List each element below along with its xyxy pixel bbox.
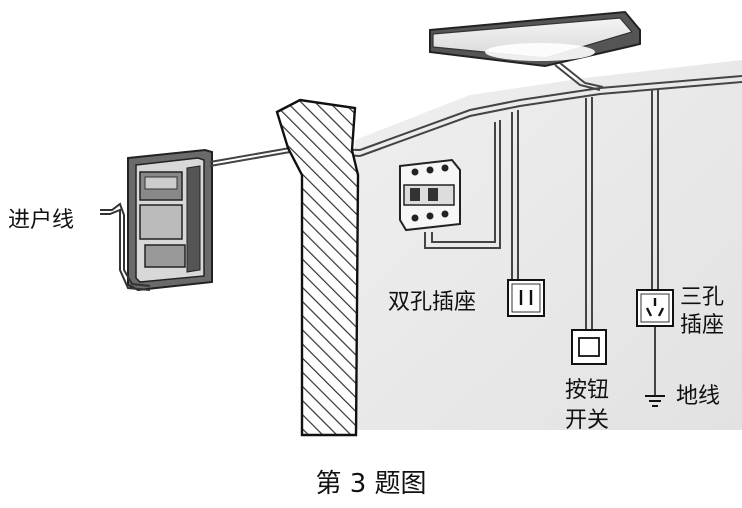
ground-symbol — [645, 395, 665, 407]
three-hole-socket-label-line2: 插座 — [680, 313, 725, 338]
figure-caption: 第 3 题图 — [315, 469, 427, 499]
three-hole-socket-label-line1: 三孔 — [680, 285, 725, 310]
meter-box — [127, 148, 213, 292]
ground-wire-label: 地线 — [676, 384, 721, 409]
wall-section — [275, 98, 360, 437]
ceiling-wires — [359, 62, 742, 157]
three-hole-socket — [636, 289, 674, 327]
ceiling-lamp — [429, 10, 641, 68]
two-hole-socket-label: 双孔插座 — [388, 290, 477, 315]
background-wall — [355, 60, 742, 430]
circuit-breaker — [399, 158, 461, 232]
push-switch-label-line1: 按钮 — [565, 378, 610, 403]
push-button-switch — [571, 329, 607, 365]
drop-wires — [424, 89, 659, 395]
incoming-line-wire — [100, 202, 151, 291]
push-switch-label-line2: 开关 — [565, 408, 610, 433]
incoming-line-label: 进户线 — [8, 208, 75, 233]
two-hole-socket — [507, 279, 545, 317]
